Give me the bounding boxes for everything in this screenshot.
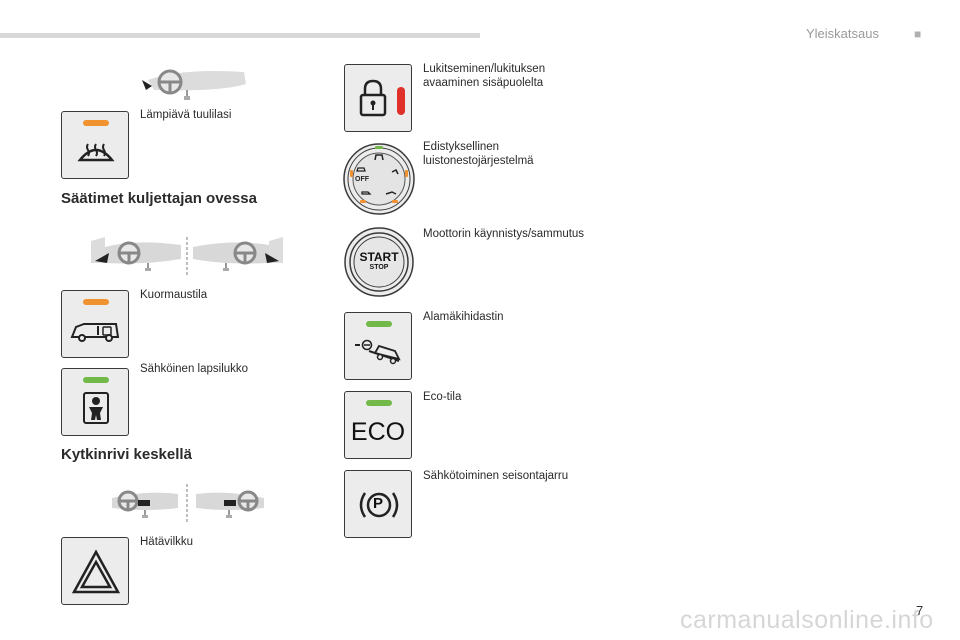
child-lock-indicator-led bbox=[83, 377, 109, 383]
hill-descent-icon bbox=[355, 339, 401, 365]
heated-windscreen-label: Lämpiävä tuulilasi bbox=[140, 109, 232, 121]
stop-text: STOP bbox=[369, 264, 389, 271]
eco-mode-button[interactable]: ECO bbox=[344, 391, 412, 459]
eco-mode-label: Eco-tila bbox=[423, 391, 462, 403]
central-locking-button[interactable] bbox=[344, 64, 412, 132]
cargo-mode-indicator-led bbox=[83, 299, 109, 305]
parking-brake-button[interactable]: P bbox=[344, 470, 412, 538]
section-title-driver-door: Säätimet kuljettajan ovessa bbox=[61, 190, 257, 207]
child-lock-label: Sähköinen lapsilukko bbox=[140, 363, 249, 375]
heated-windscreen-button[interactable] bbox=[61, 111, 129, 179]
central-locking-label-line1: Lukitseminen/lukituksen bbox=[423, 63, 546, 75]
hazard-triangle-icon bbox=[71, 549, 121, 594]
start-stop-label: Moottorin käynnistys/sammutus bbox=[423, 228, 585, 240]
heated-windscreen-indicator-led bbox=[83, 120, 109, 126]
parking-brake-p-text: P bbox=[372, 495, 383, 512]
cargo-van-icon bbox=[70, 323, 120, 342]
watermark: carmanualsonline.info bbox=[680, 606, 934, 634]
center-row-location-sketch bbox=[112, 484, 264, 522]
header-rule bbox=[0, 33, 480, 38]
child-lock-icon bbox=[83, 392, 109, 424]
cargo-mode-label: Kuormaustila bbox=[140, 289, 208, 301]
parking-brake-icon bbox=[359, 492, 399, 518]
start-stop-button[interactable]: START STOP bbox=[343, 226, 415, 298]
child-lock-button[interactable] bbox=[61, 368, 129, 436]
central-locking-label-line2: avaaminen sisäpuolelta bbox=[423, 77, 544, 89]
section-title-center-row: Kytkinrivi keskellä bbox=[61, 446, 192, 463]
dashboard-location-sketch-1 bbox=[142, 69, 246, 100]
start-text: START bbox=[359, 250, 399, 264]
grip-control-dial[interactable]: OFF bbox=[342, 142, 416, 216]
page-number: 7 bbox=[916, 603, 924, 618]
hill-descent-button[interactable] bbox=[344, 312, 412, 380]
padlock-icon bbox=[359, 79, 405, 117]
grip-control-label-line2: luistonestojärjestelmä bbox=[423, 155, 534, 167]
hill-descent-indicator-led bbox=[366, 321, 392, 327]
page-header-title: Yleiskatsaus bbox=[806, 26, 879, 41]
eco-text: ECO bbox=[350, 418, 406, 446]
hazard-warning-button[interactable] bbox=[61, 537, 129, 605]
heated-windscreen-icon bbox=[77, 143, 115, 162]
grip-off-text: OFF bbox=[355, 176, 369, 183]
cargo-mode-button[interactable] bbox=[61, 290, 129, 358]
hazard-label: Hätävilkku bbox=[140, 536, 194, 548]
header-marker: ■ bbox=[914, 27, 922, 41]
grip-control-label-line1: Edistyksellinen bbox=[423, 141, 500, 153]
door-controls-location-sketch bbox=[91, 237, 283, 275]
parking-brake-label: Sähkötoiminen seisontajarru bbox=[423, 470, 569, 482]
hill-descent-label: Alamäkihidastin bbox=[423, 311, 504, 323]
eco-mode-indicator-led bbox=[366, 400, 392, 406]
